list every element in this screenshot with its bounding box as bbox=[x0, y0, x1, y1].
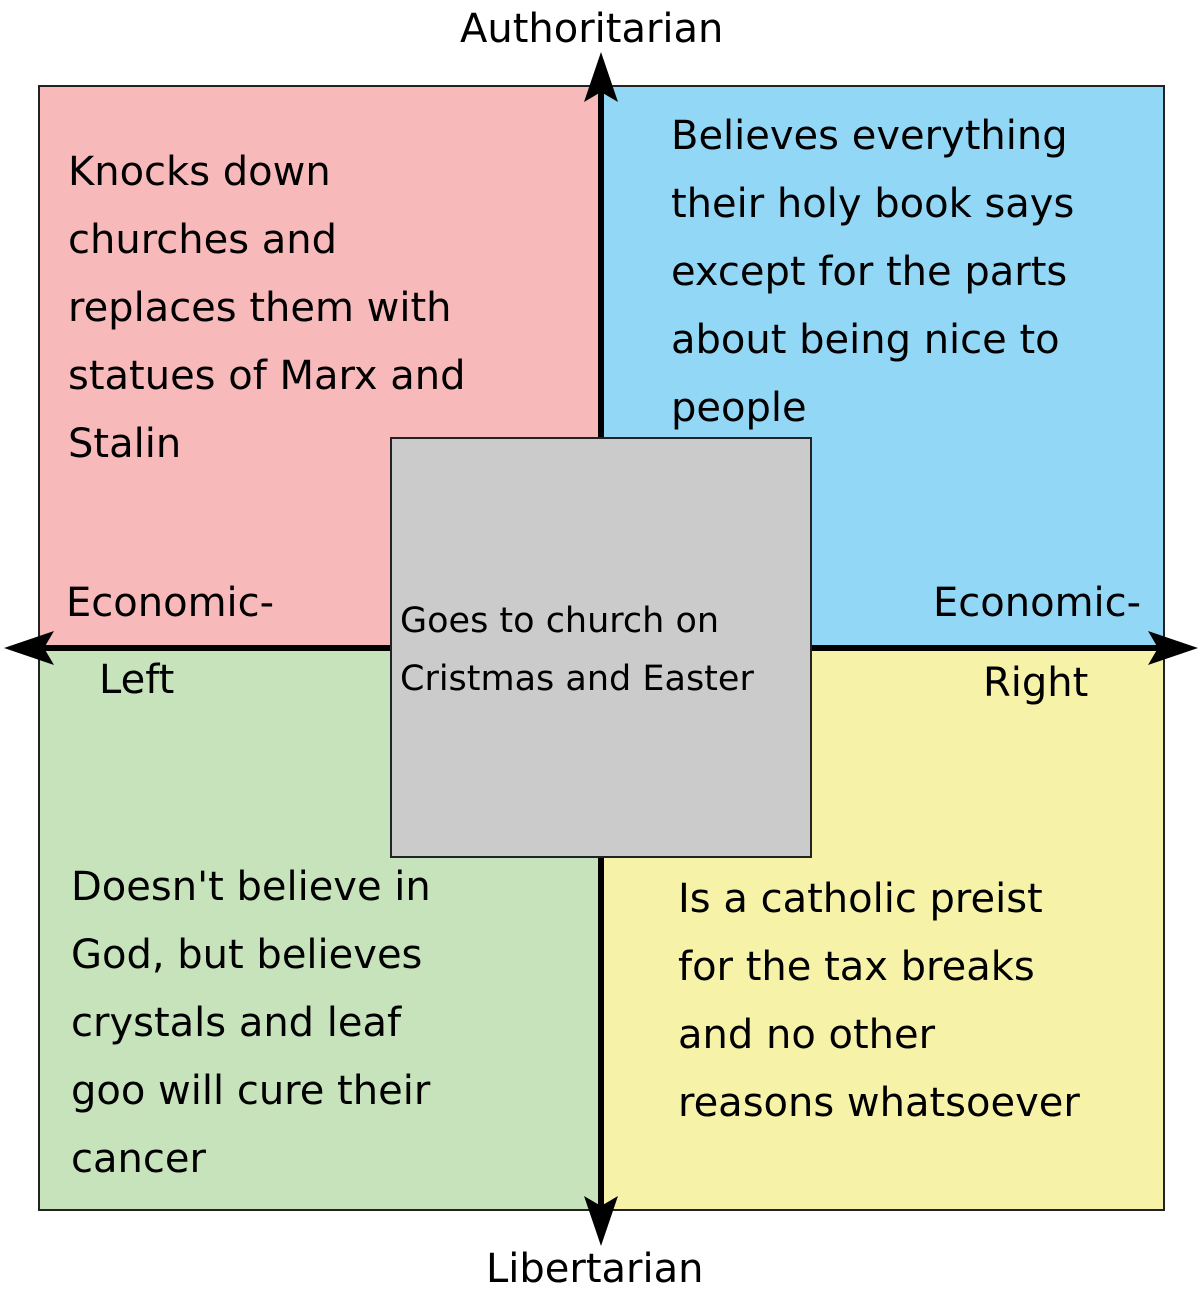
text-line: Stalin bbox=[68, 421, 182, 467]
text-line: Knocks down bbox=[68, 149, 331, 195]
text-line: except for the parts bbox=[671, 249, 1068, 295]
text-line: reasons whatsoever bbox=[678, 1080, 1080, 1126]
arrow-down-icon bbox=[584, 1196, 618, 1246]
text-line: for the tax breaks bbox=[678, 944, 1035, 990]
axis-label-bottom: Libertarian bbox=[486, 1246, 704, 1292]
axis-label-right-2: Right bbox=[983, 660, 1089, 706]
text-line: about being nice to bbox=[671, 317, 1060, 363]
text-line: Believes everything bbox=[671, 113, 1068, 159]
center-text: Goes to church on Cristmas and Easter bbox=[400, 592, 754, 708]
text-line: Is a catholic preist bbox=[678, 876, 1043, 922]
lib-left-text: Doesn't believe in God, but believes cry… bbox=[71, 853, 431, 1193]
auth-right-text: Believes everything their holy book says… bbox=[671, 102, 1074, 442]
axis-label-left-1: Economic- bbox=[66, 580, 275, 626]
text-line: God, but believes bbox=[71, 932, 423, 978]
text-line: churches and bbox=[68, 217, 338, 263]
center-box bbox=[390, 437, 812, 858]
text-line: Cristmas and Easter bbox=[400, 659, 754, 699]
auth-left-text: Knocks down churches and replaces them w… bbox=[68, 138, 466, 478]
text-line: crystals and leaf bbox=[71, 1000, 402, 1046]
text-line: and no other bbox=[678, 1012, 936, 1058]
text-line: their holy book says bbox=[671, 181, 1075, 227]
arrow-right-icon bbox=[1148, 631, 1198, 665]
lib-right-text: Is a catholic preist for the tax breaks … bbox=[678, 865, 1080, 1137]
axis-label-right-1: Economic- bbox=[933, 580, 1142, 626]
text-line: statues of Marx and bbox=[68, 353, 466, 399]
text-line: Goes to church on bbox=[400, 601, 720, 641]
text-line: Doesn't believe in bbox=[71, 864, 431, 910]
text-line: goo will cure their bbox=[71, 1068, 431, 1114]
text-line: cancer bbox=[71, 1136, 206, 1182]
text-line: replaces them with bbox=[68, 285, 452, 331]
arrow-up-icon bbox=[584, 52, 618, 102]
arrow-left-icon bbox=[4, 631, 54, 665]
axis-label-top: Authoritarian bbox=[460, 6, 724, 52]
text-line: people bbox=[671, 385, 807, 431]
axis-label-left-2: Left bbox=[99, 657, 175, 703]
